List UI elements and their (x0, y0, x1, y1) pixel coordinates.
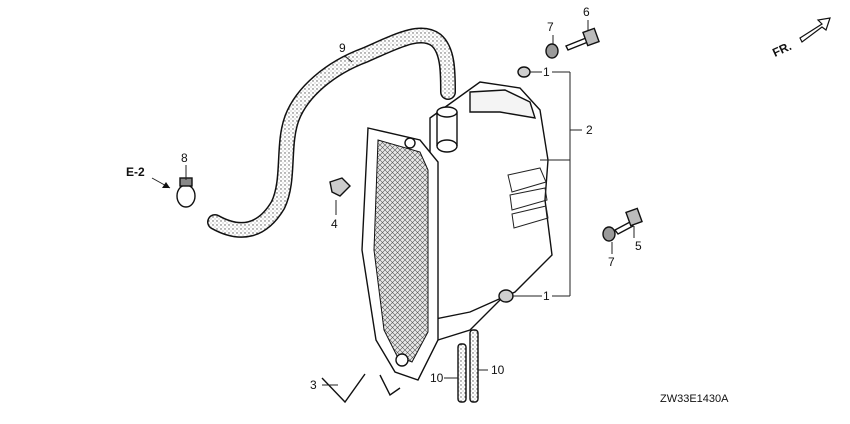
drain-tube-left-part (457, 343, 467, 403)
leader-lines (185, 20, 635, 386)
front-direction-arrow (799, 17, 831, 43)
callout-7-top: 7 (547, 20, 554, 34)
drain-tube-right-part (469, 329, 479, 403)
washer-right-part (602, 226, 616, 242)
callout-7-right: 7 (608, 255, 615, 269)
drawing-code: ZW33E1430A (660, 393, 729, 405)
callout-3: 3 (310, 378, 317, 392)
callout-9: 9 (339, 41, 346, 55)
callout-2: 2 (586, 123, 593, 137)
callout-1-bottom: 1 (543, 289, 550, 303)
air-cleaner-case-part (361, 81, 553, 397)
bolt-right-part (613, 207, 643, 235)
callout-1-top: 1 (543, 65, 550, 79)
callout-5: 5 (635, 239, 642, 253)
direction-label: FR. (770, 39, 793, 60)
bolt-top-part (565, 27, 600, 51)
wire-pin-part (321, 373, 366, 404)
callout-10-left: 10 (430, 371, 444, 385)
callout-8: 8 (181, 151, 188, 165)
clip-part (329, 177, 351, 197)
breather-hose-part (207, 27, 456, 238)
washer-top-part (545, 43, 559, 59)
callout-6: 6 (583, 5, 590, 19)
callout-4: 4 (331, 217, 338, 231)
reference-label: E-2 (126, 165, 145, 179)
grommet-top-part (517, 66, 531, 78)
callout-10-right: 10 (491, 363, 505, 377)
hose-clamp-part (176, 177, 196, 208)
grommet-bottom-part (498, 289, 514, 303)
e2-reference-arrow (151, 177, 171, 189)
